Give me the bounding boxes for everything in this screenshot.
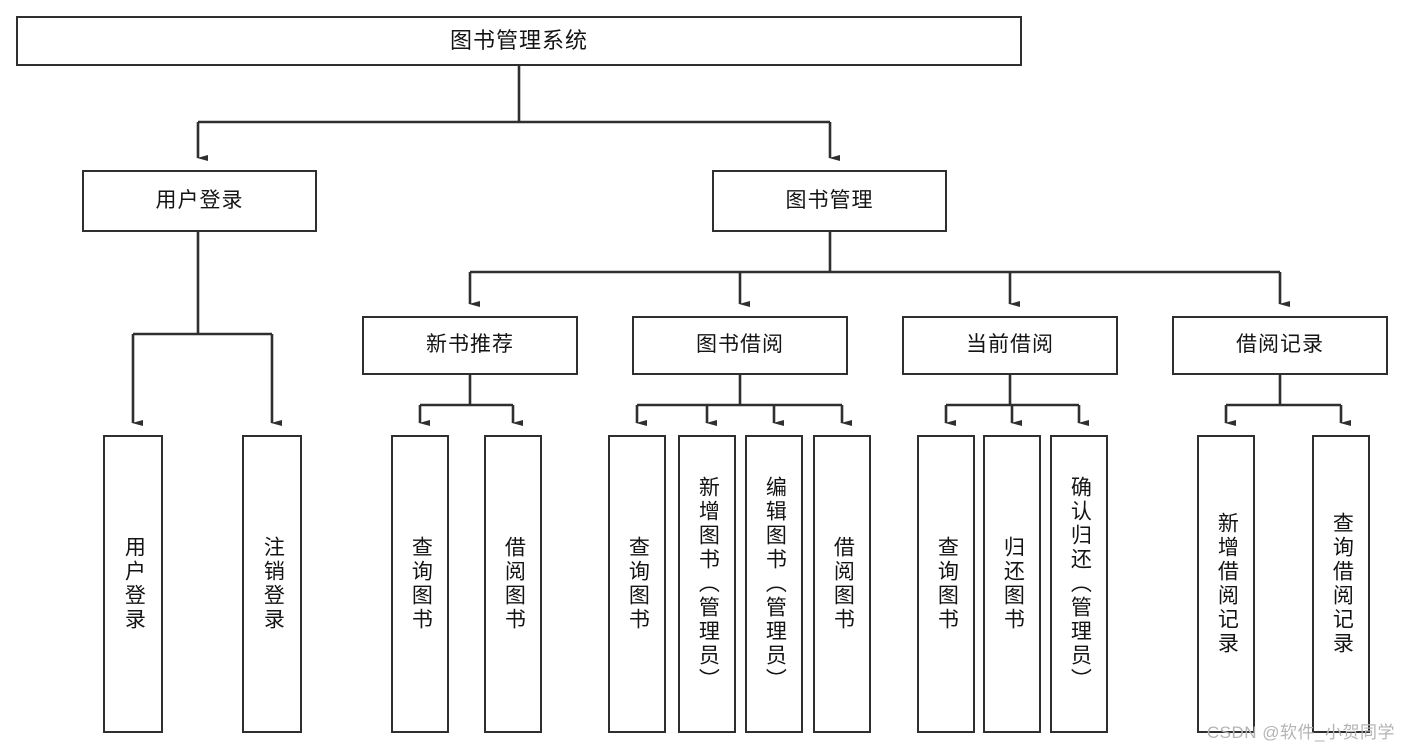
node-label: 用户登录 — [155, 188, 244, 212]
node-label: 查询图书 — [626, 536, 650, 632]
node-leaf-user-login[interactable]: 用户登录 — [103, 435, 163, 733]
node-leaf-borrow-book-1[interactable]: 借阅图书 — [484, 435, 542, 733]
node-leaf-query-book-1[interactable]: 查询图书 — [391, 435, 449, 733]
node-leaf-query-book-2[interactable]: 查询图书 — [608, 435, 666, 733]
node-label: 用户登录 — [122, 536, 146, 632]
node-book-borrow[interactable]: 图书借阅 — [632, 316, 848, 375]
node-leaf-user-logout[interactable]: 注销登录 — [242, 435, 302, 733]
node-label: 新增图书（管理员） — [696, 476, 720, 692]
node-label: 借阅图书 — [831, 536, 855, 632]
node-label: 查询图书 — [409, 536, 433, 632]
node-label: 借阅图书 — [502, 536, 526, 632]
node-label: 借阅记录 — [1236, 333, 1324, 357]
node-label: 新增借阅记录 — [1215, 512, 1239, 656]
node-label: 注销登录 — [261, 536, 285, 632]
node-label: 新书推荐 — [426, 333, 514, 357]
node-leaf-borrow-book-2[interactable]: 借阅图书 — [813, 435, 871, 733]
node-leaf-query-record[interactable]: 查询借阅记录 — [1312, 435, 1370, 733]
node-leaf-add-book[interactable]: 新增图书（管理员） — [678, 435, 736, 733]
node-borrow-record[interactable]: 借阅记录 — [1172, 316, 1388, 375]
node-label: 图书借阅 — [696, 333, 784, 357]
csdn-watermark: CSDN @软件_小贺同学 — [1206, 723, 1395, 742]
node-leaf-query-book-3[interactable]: 查询图书 — [917, 435, 975, 733]
node-leaf-return-book[interactable]: 归还图书 — [983, 435, 1041, 733]
node-label: 查询图书 — [935, 536, 959, 632]
node-label: 当前借阅 — [966, 333, 1054, 357]
node-label: 确认归还（管理员） — [1068, 476, 1092, 692]
node-label: 编辑图书（管理员） — [763, 476, 787, 692]
node-root-system[interactable]: 图书管理系统 — [16, 16, 1022, 66]
node-user-login[interactable]: 用户登录 — [82, 170, 317, 232]
node-leaf-edit-book[interactable]: 编辑图书（管理员） — [745, 435, 803, 733]
node-new-book-rec[interactable]: 新书推荐 — [362, 316, 578, 375]
node-current-borrow[interactable]: 当前借阅 — [902, 316, 1118, 375]
node-label: 图书管理系统 — [449, 28, 588, 54]
node-leaf-add-record[interactable]: 新增借阅记录 — [1197, 435, 1255, 733]
node-leaf-confirm-return[interactable]: 确认归还（管理员） — [1050, 435, 1108, 733]
node-book-manage[interactable]: 图书管理 — [712, 170, 947, 232]
node-label: 归还图书 — [1001, 536, 1025, 632]
node-label: 查询借阅记录 — [1330, 512, 1354, 656]
node-label: 图书管理 — [785, 188, 874, 212]
